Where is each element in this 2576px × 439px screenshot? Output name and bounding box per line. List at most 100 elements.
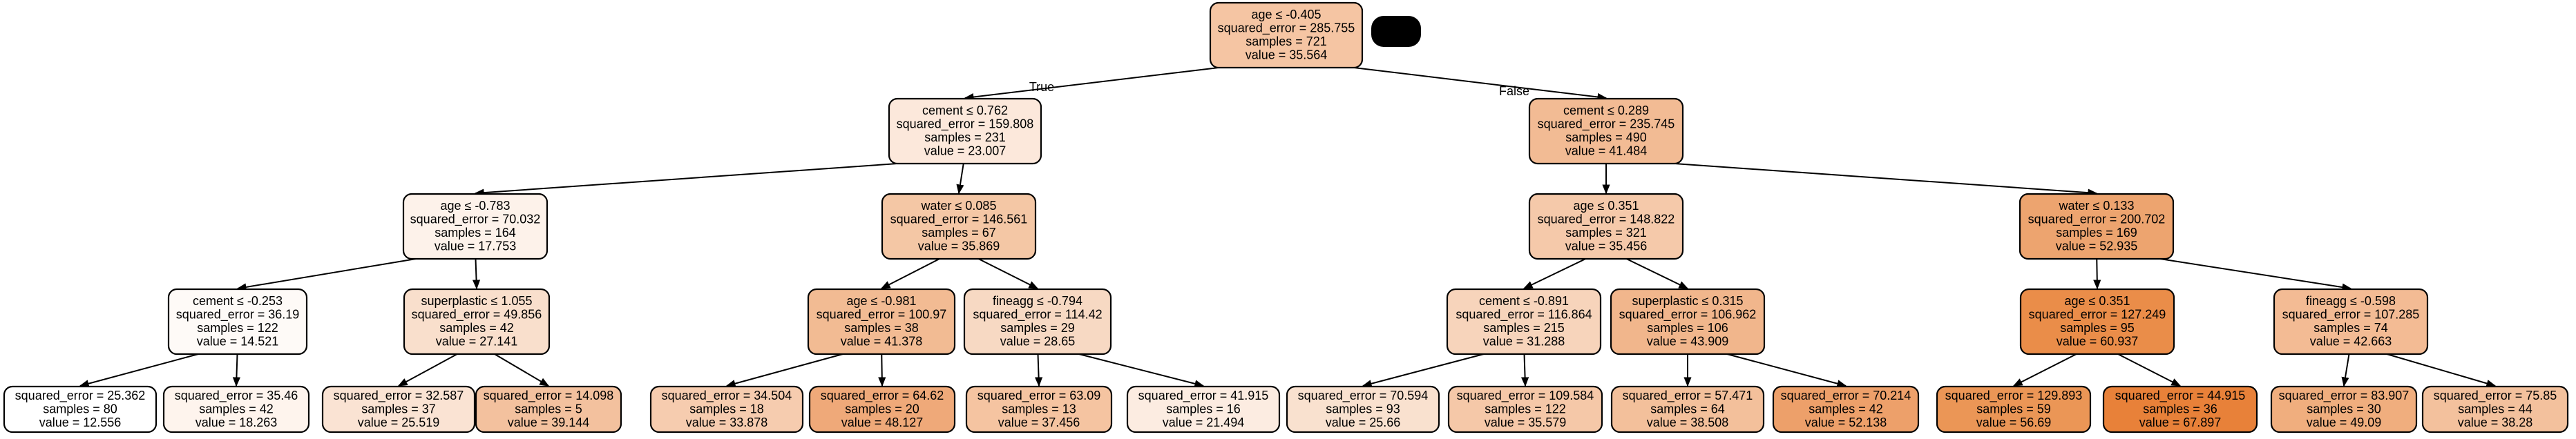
tree-edges: [79, 67, 2497, 388]
node-box: [1528, 97, 1684, 165]
tree-edge: [1078, 353, 1205, 388]
node-text-line: samples = 80: [43, 402, 117, 416]
node-text-line: samples = 321: [1565, 226, 1647, 240]
tree-edge: [2117, 353, 2182, 387]
tree-edge: [1726, 353, 1847, 388]
node-box: [2270, 385, 2418, 433]
node-box: [965, 385, 1113, 433]
node-box: [649, 385, 804, 433]
node-text-line: samples = 721: [1246, 35, 1327, 48]
node-text-line: value = 25.519: [358, 416, 440, 429]
node-box: [1447, 385, 1603, 433]
node-text-line: value = 28.65: [1000, 335, 1076, 349]
node-text-line: samples = 30: [2307, 402, 2381, 416]
node-text-line: value = 49.09: [2307, 416, 2382, 429]
node-text-line: value = 35.869: [918, 240, 1000, 253]
node-box: [2102, 385, 2258, 433]
tree-edge: [397, 353, 458, 387]
node-text-line: value = 31.288: [1483, 335, 1565, 349]
node-text-line: squared_error = 75.85: [2434, 389, 2557, 403]
node-text-line: water ≤ 0.085: [921, 199, 997, 213]
node-text-line: squared_error = 44.915: [2115, 389, 2246, 403]
tree-edge: [79, 353, 199, 388]
node-box: [2421, 385, 2569, 433]
node-box: [888, 97, 1042, 165]
node-text-line: squared_error = 14.098: [484, 389, 614, 403]
node-text-line: samples = 37: [361, 402, 436, 416]
tree-edge: [1626, 258, 1689, 289]
node-box: [1610, 385, 1765, 433]
node-text-line: value = 39.144: [508, 416, 590, 429]
node-text-line: samples = 67: [922, 226, 996, 240]
node-text-line: cement ≤ -0.891: [1479, 294, 1569, 308]
node-text-line: squared_error = 35.46: [175, 389, 298, 403]
node-text-line: samples = 74: [2313, 321, 2388, 335]
node-text-line: fineagg ≤ -0.598: [2306, 294, 2396, 308]
node-text-line: value = 67.897: [2139, 416, 2222, 429]
node-text-line: value = 52.138: [1805, 416, 1887, 429]
node-box: [2019, 193, 2175, 260]
node-text-line: squared_error = 107.285: [2282, 308, 2420, 322]
node-text-line: samples = 106: [1647, 321, 1728, 335]
node-text-line: squared_error = 70.594: [1298, 389, 1429, 403]
node-box: [162, 385, 310, 433]
node-text-line: value = 52.935: [2056, 240, 2138, 253]
node-box: [2273, 288, 2429, 355]
node-text-line: age ≤ 0.351: [2065, 294, 2130, 308]
node-text-line: superplastic ≤ 0.315: [1632, 294, 1744, 308]
node-box: [2019, 288, 2175, 355]
node-text-line: value = 21.494: [1163, 416, 1245, 429]
node-text-line: value = 35.579: [1485, 416, 1567, 429]
node-text-line: age ≤ 0.351: [1574, 199, 1639, 213]
node-box: [1936, 385, 2092, 433]
node-text-line: samples = 122: [1485, 402, 1566, 416]
tree-edge: [1353, 67, 1607, 101]
false-branch-label: False: [1499, 84, 1529, 98]
tree-edge: [878, 353, 886, 387]
node-text-line: squared_error = 109.584: [1457, 389, 1594, 403]
node-text-line: samples = 42: [1809, 402, 1883, 416]
edge-labels: True False: [1029, 80, 1529, 98]
tree-edge: [2341, 353, 2350, 387]
node-text-line: age ≤ -0.405: [1252, 8, 1322, 21]
tree-edge: [236, 258, 417, 291]
node-text-line: cement ≤ -0.253: [193, 294, 283, 308]
redaction-badge: [1371, 16, 1421, 47]
node-box: [1528, 193, 1684, 260]
node-box: [881, 193, 1037, 260]
node-text-line: cement ≤ 0.289: [1563, 104, 1649, 117]
node-text-line: samples = 20: [845, 402, 919, 416]
node-text-line: value = 35.456: [1565, 240, 1648, 253]
node-text-line: squared_error = 25.362: [15, 389, 146, 403]
tree-edge: [494, 353, 550, 387]
node-box: [1126, 385, 1281, 433]
node-box: [1209, 1, 1364, 69]
node-text-line: samples = 29: [1000, 321, 1075, 335]
node-text-line: samples = 18: [689, 402, 764, 416]
tree-edge: [956, 163, 964, 195]
node-text-line: samples = 44: [2458, 402, 2532, 416]
node-text-line: value = 18.263: [195, 416, 278, 429]
node-text-line: samples = 164: [435, 226, 516, 240]
node-text-line: samples = 36: [2143, 402, 2217, 416]
node-text-line: samples = 93: [1326, 402, 1400, 416]
node-box: [167, 288, 308, 355]
node-text-line: squared_error = 148.822: [1538, 213, 1675, 227]
node-box: [475, 385, 622, 433]
node-text-line: water ≤ 0.133: [2059, 199, 2135, 213]
